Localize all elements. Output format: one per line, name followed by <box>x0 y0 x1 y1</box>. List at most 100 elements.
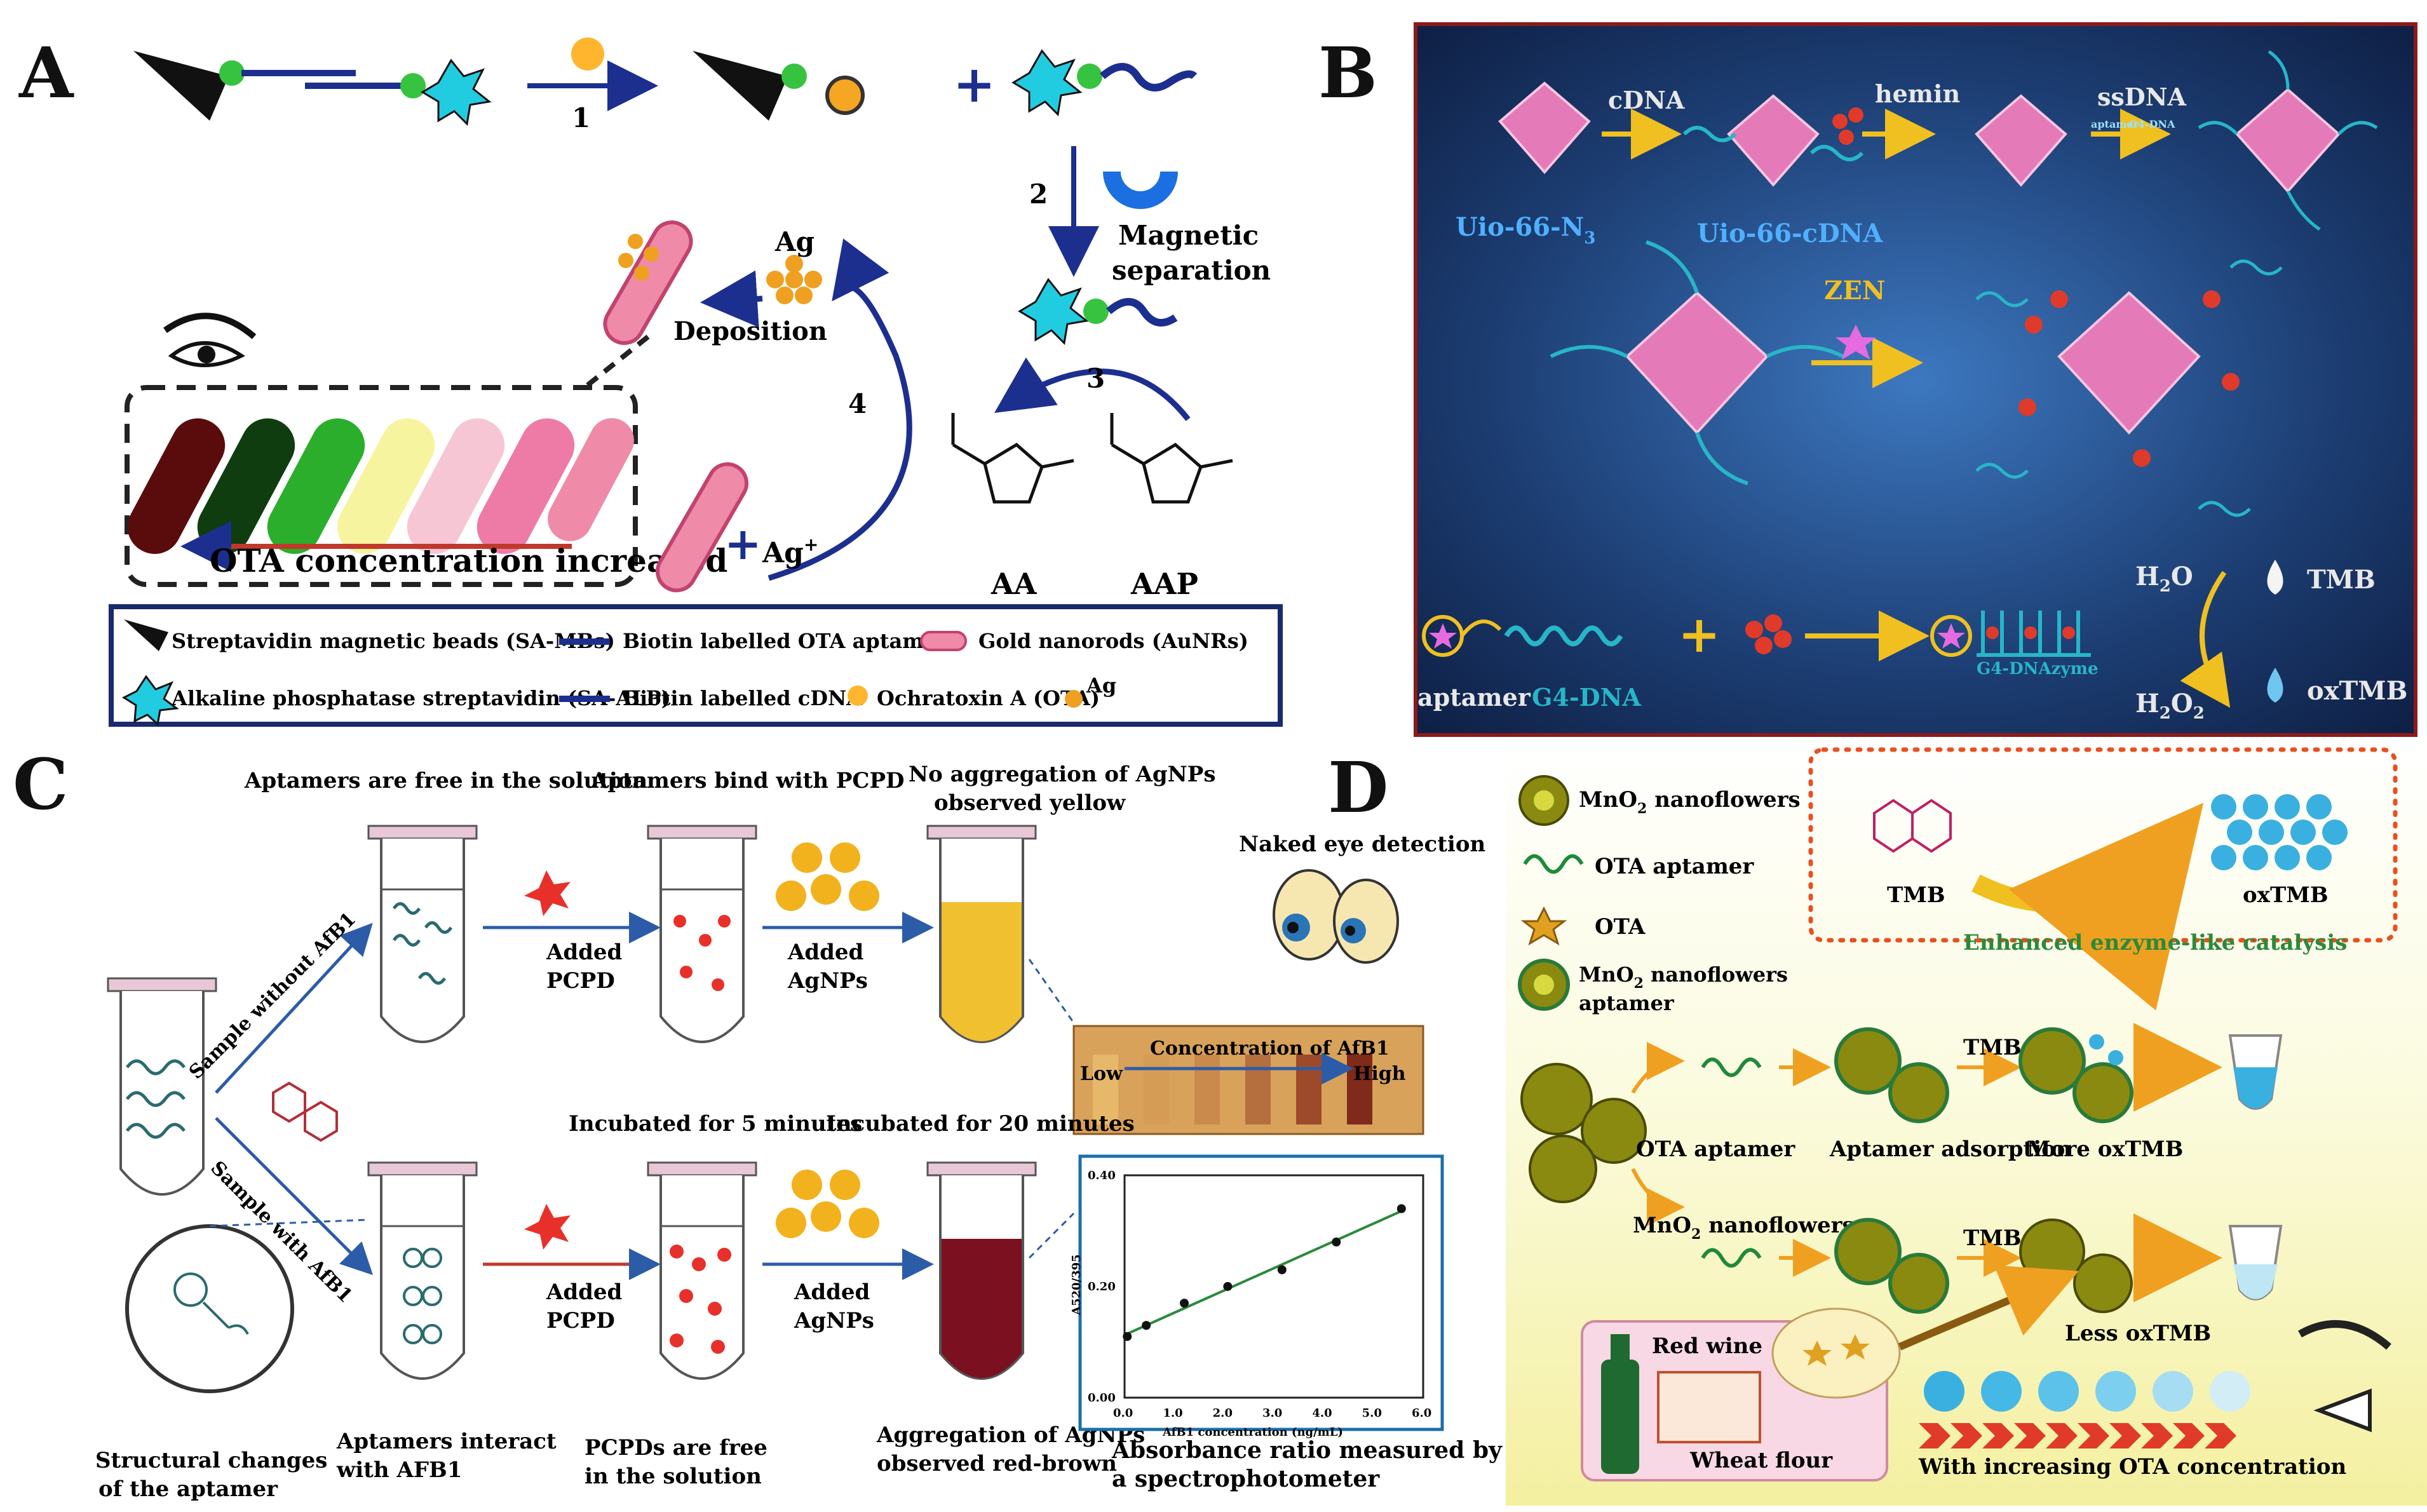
ag-cluster-icon <box>766 255 822 304</box>
interact-label-1: Aptamers interact <box>336 1429 557 1454</box>
y-axis-label: A520/395 <box>1070 1254 1083 1316</box>
added-pcpd-1b: PCPD <box>546 968 615 994</box>
added-pcpd-1a: Added <box>546 940 622 965</box>
wheat-flour-bag-icon <box>1657 1371 1761 1443</box>
aap-label: AAP <box>1130 567 1198 601</box>
chevron-arrow-row <box>1919 1423 2236 1448</box>
color-rods-row <box>127 418 634 554</box>
mof-large-icon <box>1625 291 1769 435</box>
magnet-icon <box>1103 171 1178 209</box>
mno2-apt-label-2: aptamer <box>1579 991 1675 1015</box>
aptamer-label: aptamer <box>1417 683 1531 712</box>
data-point <box>1123 1332 1132 1341</box>
pcpd-star-2-icon <box>524 1204 571 1250</box>
panel-a: A 1 + 2 <box>0 0 1398 737</box>
x-tick-label: 5.0 <box>1362 1407 1382 1420</box>
oxtmb-drop-icon <box>2267 668 2283 703</box>
g4dna-label: G4-DNA <box>1532 683 1641 712</box>
oxtmb-top-label: oxTMB <box>2243 882 2329 908</box>
tube-interact-icon <box>367 1161 478 1380</box>
magnetic-label: Magnetic <box>1118 220 1259 251</box>
enhanced-label: Enhanced enzyme-like catalysis <box>1963 930 2347 955</box>
uio-n3-label: Uio-66-N3 <box>1456 212 1595 248</box>
g4-small-label: G4-DNA <box>2129 118 2175 130</box>
rod-with-ag-icon <box>603 220 693 345</box>
struct-label-2: of the aptamer <box>98 1476 278 1502</box>
mno2-flow-label: MnO2 nanoflowers <box>1633 1213 1855 1243</box>
absorbance-label-2: a spectrophotometer <box>1112 1466 1380 1492</box>
mno2-cluster-icon <box>1520 1063 1647 1203</box>
mno2-nanoflower-legend-icon <box>1518 775 1569 826</box>
y-tick-label: 0.20 <box>1088 1280 1116 1293</box>
panel-c-label: C <box>13 743 69 825</box>
initial-tube-icon <box>107 977 217 1196</box>
ota-aptamer-flow-label: OTA aptamer <box>1636 1137 1795 1162</box>
y-tick-label: 0.40 <box>1088 1169 1116 1182</box>
plus-sign: + <box>953 54 996 114</box>
high-label: High <box>1353 1063 1406 1085</box>
pcpd-free-label-1: PCPDs are free <box>585 1435 767 1461</box>
mof-released-icon <box>2057 291 2201 435</box>
tmb-drop-icon <box>2267 560 2283 595</box>
panel-d-label: D <box>1328 746 1389 828</box>
aptamer-small-label: aptamer <box>2091 118 2139 130</box>
absorbance-label-1: Absorbance ratio measured by <box>1111 1437 1503 1464</box>
mof-ssdna-icon <box>2235 88 2341 194</box>
added-pcpd-2a: Added <box>546 1279 622 1305</box>
ota-aptamer-legend-label: OTA aptamer <box>1595 854 1754 879</box>
more-oxtmb-cluster-icon <box>2018 1027 2133 1123</box>
sa-mbs-bead-icon <box>133 51 492 126</box>
no-agg-label-2: observed yellow <box>934 790 1126 816</box>
tmb-label: TMB <box>2307 565 2376 595</box>
data-point <box>1223 1282 1233 1291</box>
data-point <box>1142 1321 1151 1330</box>
legend-ota: Ochratoxin A (OTA) <box>877 686 1100 710</box>
h2o2-label: H2O2 <box>2135 689 2205 723</box>
x-tick-label: 3.0 <box>1262 1407 1282 1420</box>
viewer-eye-icon <box>2298 1320 2391 1433</box>
legend-ota-aptamer: Biotin labelled OTA aptamer <box>623 629 948 653</box>
wheat-flour-label: Wheat flour <box>1689 1448 1833 1473</box>
ag-plus-label: Ag+ <box>762 534 818 569</box>
sample-without-label: Sample without AfB1 <box>185 908 360 1083</box>
bind-label: Aptamers bind with PCPD <box>590 768 905 793</box>
x-tick-label: 6.0 <box>1412 1407 1431 1420</box>
gold-nanorod-icon <box>656 462 748 593</box>
ota-cloud-icon <box>1771 1307 1901 1399</box>
sa-alp-cdna-icon <box>1011 49 1198 117</box>
mno2-aptamer-legend-icon <box>1518 959 1570 1011</box>
inc20-label: Incubated for 20 minutes <box>826 1111 1135 1137</box>
mno2-aptamer-cluster-2-icon <box>1834 1218 1949 1314</box>
catalysis-box <box>1808 747 2398 943</box>
panel-b: Uio-66-N3 cDNA Uio-66-cDNA hemin ssDNA a… <box>1414 22 2417 737</box>
mno2-legend-label: MnO2 nanoflowers <box>1579 787 1801 817</box>
tube-red-brown-icon <box>926 1161 1037 1380</box>
panel-b-label: B <box>1318 32 1377 114</box>
tmb-molecule-icon <box>1873 799 1952 853</box>
mno2-aptamer-cluster-icon <box>1834 1027 1949 1123</box>
rods-dashed-box <box>125 385 638 587</box>
pcpd-star-icon <box>524 870 571 916</box>
ssdna-label: ssDNA <box>2097 83 2186 111</box>
red-wine-label: Red wine <box>1652 1333 1762 1359</box>
afb1-molecule-icon <box>272 1081 338 1142</box>
aap-molecule-icon <box>1110 413 1233 504</box>
panel-d-diagram: MnO2 nanoflowers OTA aptamer OTA MnO2 na… <box>1518 747 2398 1482</box>
legend-cdna: Biotin labelled cDNA <box>623 686 863 710</box>
aa-molecule-icon <box>951 413 1074 504</box>
legend-sa-mbs: Streptavidin magnetic beads (SA-MBs) <box>172 629 615 653</box>
tube-pcpd-free-icon <box>647 1161 757 1380</box>
added-agnps-2b: AgNPs <box>794 1308 874 1333</box>
x-axis-label: AfB1 concentration (ng/mL) <box>1162 1426 1343 1439</box>
panel-c-diagram: Aptamers are free in the solution Aptame… <box>95 762 1503 1502</box>
less-oxtmb-cluster-icon <box>2019 1218 2133 1313</box>
strip-vials <box>1093 1055 1372 1124</box>
struct-label-1: Structural changes <box>95 1448 327 1473</box>
wine-bottle-icon <box>1601 1360 1639 1474</box>
panel-a-label: A <box>19 32 74 114</box>
tmb-mid-label: TMB <box>1963 1035 2022 1060</box>
hemin-label: hemin <box>1875 79 1960 108</box>
data-point <box>1180 1299 1189 1308</box>
agg-label-2: observed red-brown <box>877 1451 1117 1476</box>
